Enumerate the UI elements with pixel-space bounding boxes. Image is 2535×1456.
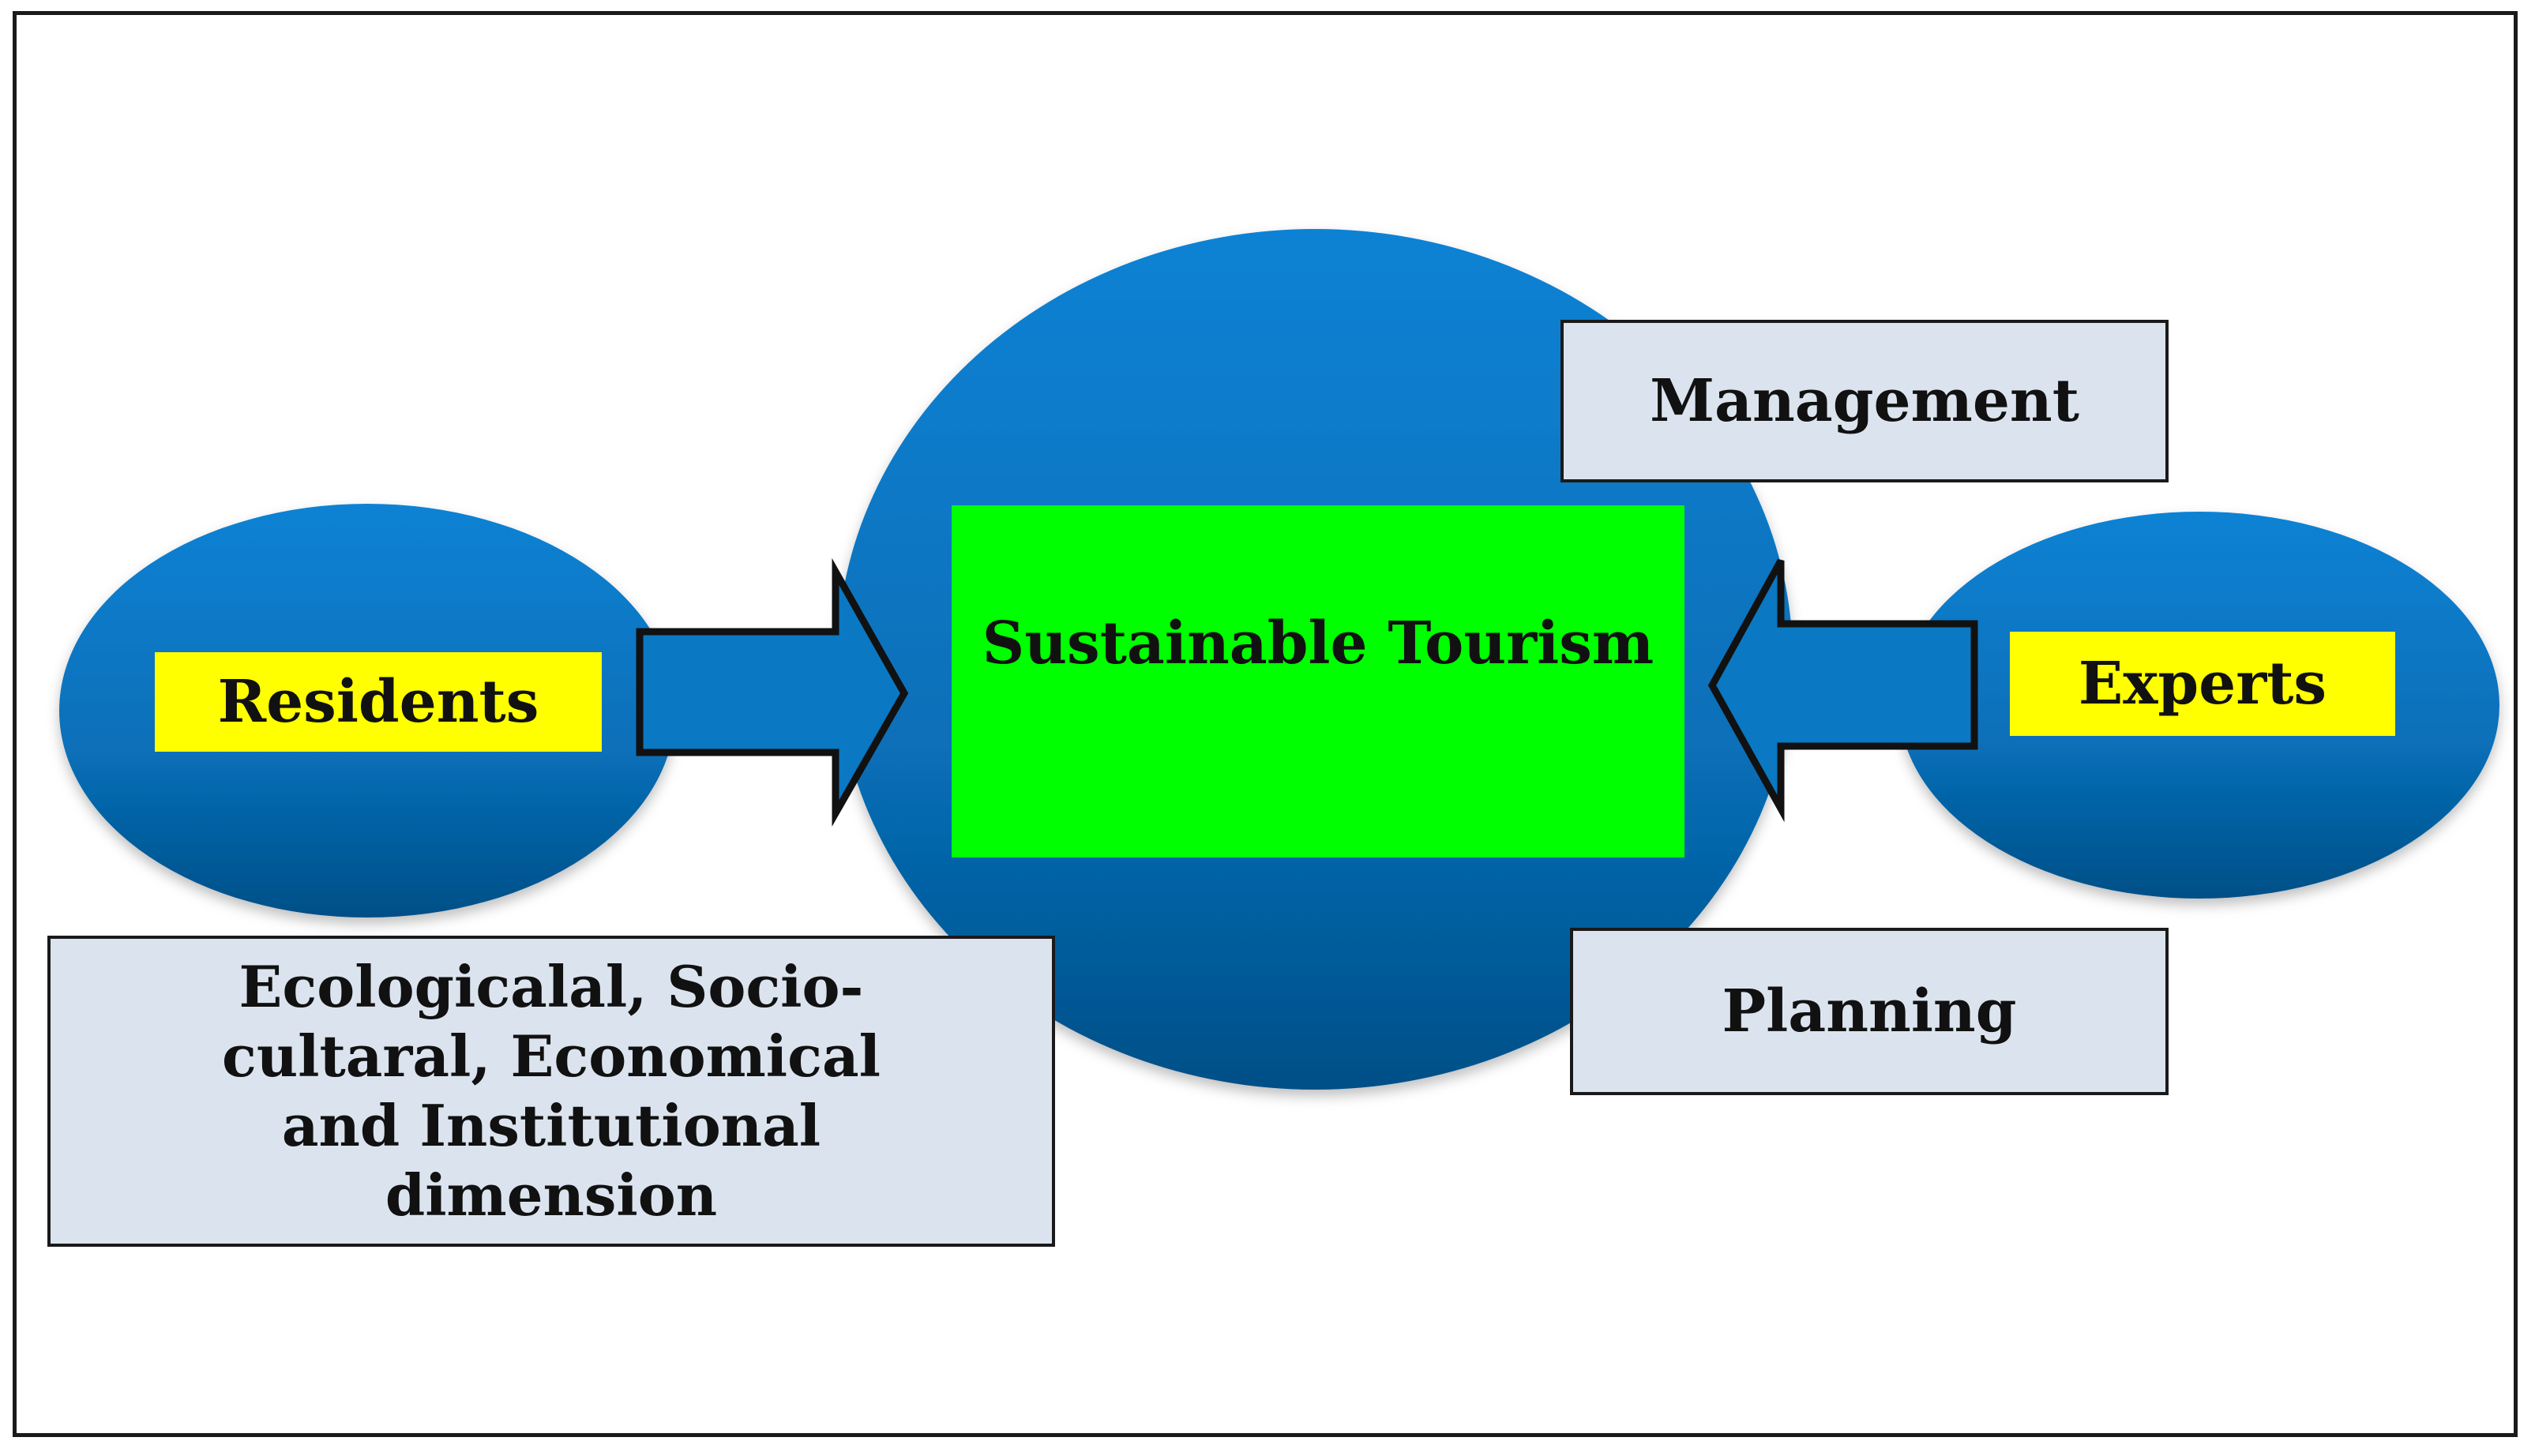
management-label: Management — [1650, 366, 2079, 435]
dimensions-label: Ecologicalal, Socio-cultaral, Economical… — [221, 953, 881, 1229]
sustainable-tourism-label: Sustainable Tourism — [982, 610, 1654, 677]
management-box: Management — [1560, 320, 2169, 482]
residents-box: Residents — [155, 652, 602, 752]
residents-label: Residents — [217, 667, 539, 736]
planning-label: Planning — [1722, 977, 2017, 1045]
sustainable-tourism-box: Sustainable Tourism — [952, 505, 1684, 857]
planning-box: Planning — [1570, 928, 2169, 1095]
diagram-frame — [13, 11, 2518, 1437]
experts-to-center-arrow — [1707, 558, 1978, 823]
residents-to-center-arrow — [636, 557, 909, 827]
experts-label: Experts — [2078, 649, 2327, 718]
experts-box: Experts — [2010, 632, 2395, 736]
dimensions-box: Ecologicalal, Socio-cultaral, Economical… — [47, 936, 1055, 1247]
